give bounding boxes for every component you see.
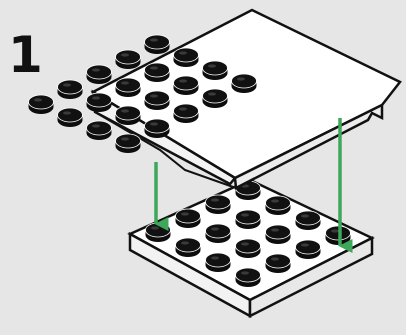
stud-icon — [145, 63, 170, 82]
stud-icon — [145, 119, 170, 138]
stud-icon — [174, 76, 199, 95]
stud-icon — [266, 196, 291, 215]
stud-icon — [116, 50, 141, 69]
stud-icon — [206, 224, 231, 243]
stud-icon — [206, 195, 231, 214]
stud-icon — [266, 225, 291, 244]
stud-icon — [203, 89, 228, 108]
stud-icon — [176, 238, 201, 257]
stud-icon — [174, 104, 199, 123]
stud-icon — [296, 211, 321, 230]
stud-icon — [236, 210, 261, 229]
stud-icon — [176, 209, 201, 228]
stud-icon — [266, 254, 291, 273]
stud-icon — [116, 106, 141, 125]
stud-icon — [58, 80, 83, 99]
stud-icon — [146, 223, 171, 242]
stud-icon — [29, 95, 54, 114]
stud-icon — [58, 108, 83, 127]
stud-icon — [236, 239, 261, 258]
stud-icon — [87, 121, 112, 140]
stud-icon — [232, 74, 257, 93]
wedge-plate-icon — [29, 10, 401, 188]
stud-icon — [145, 91, 170, 110]
stud-icon — [116, 78, 141, 97]
plate-4x4-icon — [130, 180, 372, 316]
stud-icon — [145, 35, 170, 54]
stud-icon — [116, 134, 141, 153]
stud-icon — [174, 48, 199, 67]
stud-icon — [206, 253, 231, 272]
stud-icon — [87, 93, 112, 112]
stud-icon — [203, 61, 228, 80]
stud-icon — [326, 226, 351, 245]
stud-icon — [296, 240, 321, 259]
stud-icon — [87, 65, 112, 84]
stud-icon — [236, 268, 261, 287]
